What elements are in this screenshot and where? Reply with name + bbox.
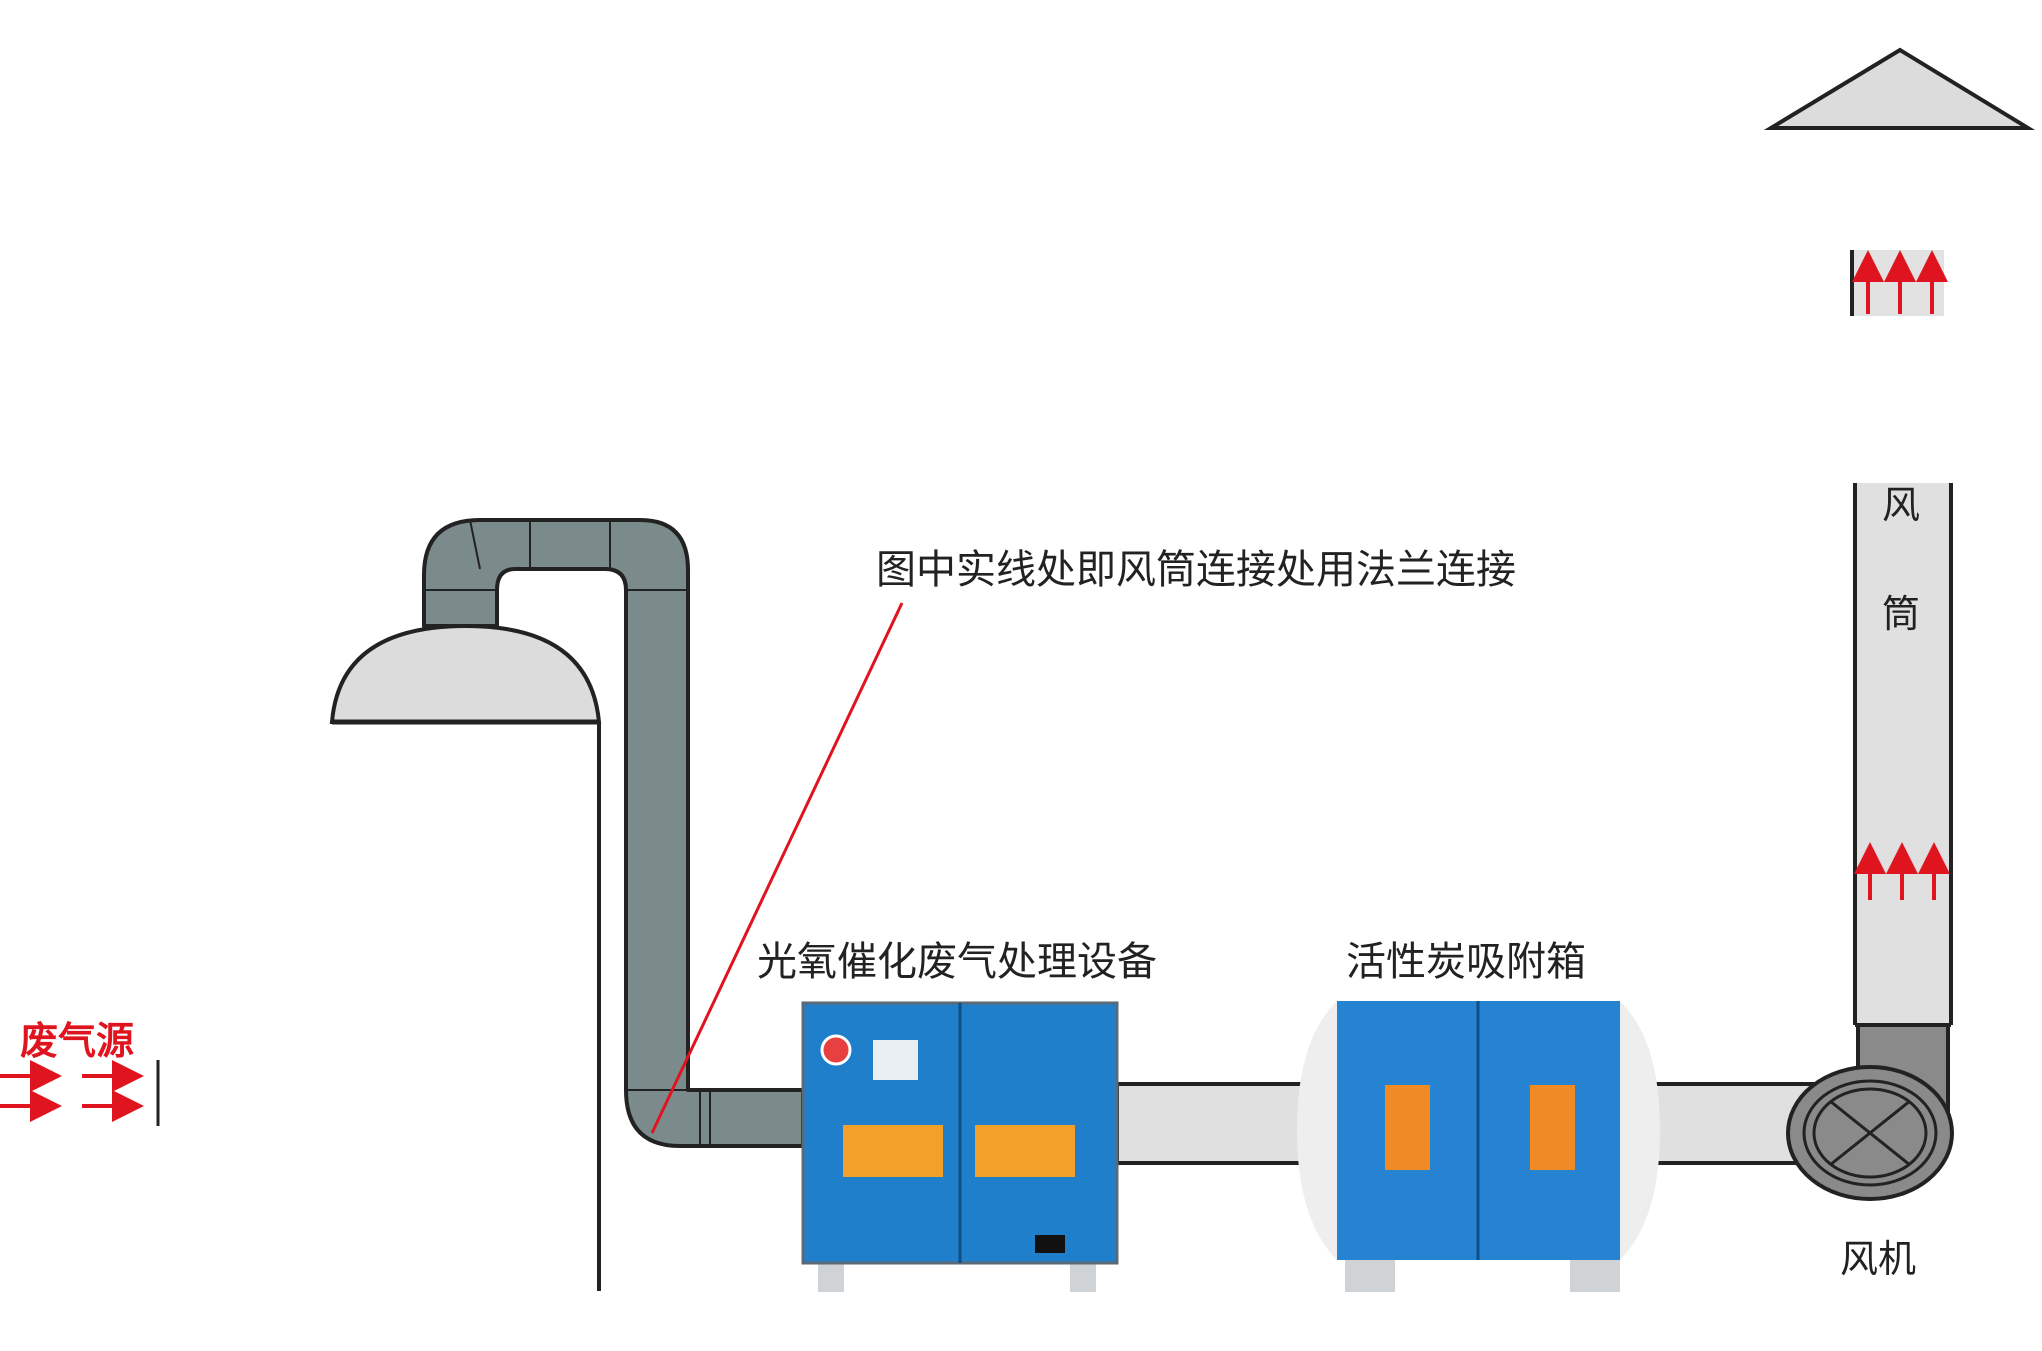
fan: 风机 [1786,1023,1954,1281]
stack-label-1: 风 [1882,483,1920,527]
nameplate-left [843,1125,943,1177]
ductwork [422,518,805,1148]
activated-carbon-box [1297,1001,1660,1292]
source-label: 废气源 [20,1018,134,1063]
carbon-box-label: 活性炭吸附箱 [1346,939,1586,985]
nameplate-left [1385,1085,1430,1170]
meter-display [873,1040,918,1080]
warning-icon [820,1034,852,1066]
uv-unit-label: 光氧催化废气处理设备 [757,939,1157,985]
nameplate-right [975,1125,1075,1177]
upflow-arrows [1854,842,1950,900]
inflow-arrows [0,1060,144,1122]
exhaust-source: 废气源 [0,1018,160,1126]
stack-label-2: 筒 [1882,592,1920,636]
outlet-arrows [1852,250,1948,314]
uv-photocatalytic-unit [801,1001,1119,1292]
collection-hood [329,623,602,1291]
rain-cap [1763,47,2036,130]
flange-annotation: 图中实线处即风筒连接处用法兰连接 [876,547,1516,593]
exhaust-stack: 风 筒 [1763,47,2036,1027]
fan-label: 风机 [1840,1237,1916,1281]
nameplate-right [1530,1085,1575,1170]
annotation-leader-line [650,602,904,1134]
